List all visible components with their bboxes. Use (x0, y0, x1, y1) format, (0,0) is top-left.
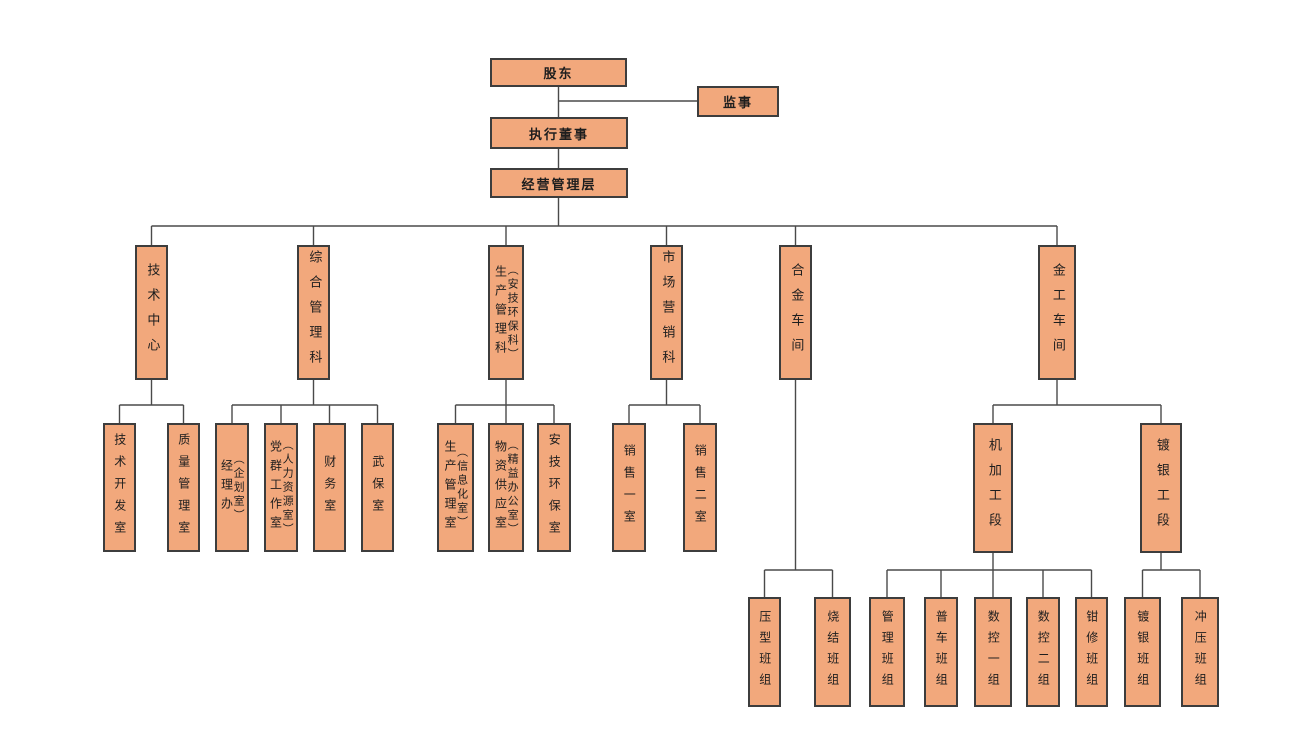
node-finance-label: 财务室 (322, 454, 337, 521)
node-safety-env: 安技环保室 (537, 423, 571, 552)
node-machining-section-label: 机加工段 (985, 438, 1001, 538)
node-mgmt-team-label: 管理班组 (880, 610, 895, 694)
node-pressing-team: 压型班组 (748, 597, 781, 707)
node-production-mgmt-sublabel: （安技环保科） (506, 263, 520, 362)
node-shareholders: 股东 (490, 58, 627, 87)
node-stamping-team-label: 冲压班组 (1193, 610, 1208, 694)
node-marketing: 市场营销科 (650, 245, 683, 380)
node-metal-workshop: 金工车间 (1038, 245, 1076, 380)
node-sales-office-1-label: 销售一室 (622, 443, 637, 532)
node-quality-mgmt-label: 质量管理室 (176, 432, 191, 543)
node-tech-center-label: 技术中心 (144, 262, 160, 363)
node-party-mass-office-label: 党群工作室 (268, 440, 283, 535)
node-shareholders-label: 股东 (543, 67, 574, 82)
node-sales-office-1: 销售一室 (612, 423, 646, 552)
node-party-mass-office: 党群工作室 （人力资源室） (264, 423, 298, 552)
node-prod-mgmt-office: 生产管理室 （信息化室） (437, 423, 474, 552)
node-prod-mgmt-office-label: 生产管理室 (443, 440, 458, 535)
node-manager-office-sublabel: （企划室） (232, 452, 246, 523)
node-supervisor: 监事 (697, 86, 779, 117)
node-supervisor-label: 监事 (722, 96, 753, 111)
node-tech-dev: 技术开发室 (103, 423, 136, 552)
node-material-supply-label: 物资供应室 (493, 440, 508, 535)
node-manager-office-label: 经理办 (219, 459, 234, 516)
node-marketing-label: 市场营销科 (659, 250, 675, 375)
node-material-supply: 物资供应室 （精益办公室） (488, 423, 524, 552)
node-material-supply-sublabel: （精益办公室） (506, 438, 520, 537)
node-sintering-team-label: 烧结班组 (825, 610, 840, 694)
node-tech-dev-label: 技术开发室 (112, 432, 127, 543)
node-security: 武保室 (361, 423, 394, 552)
node-party-mass-office-sublabel: （人力资源室） (281, 438, 295, 537)
node-pressing-team-label: 压型班组 (757, 610, 772, 694)
node-silver-plating-section: 镀银工段 (1140, 423, 1182, 553)
node-lathe-team-label: 普车班组 (934, 610, 949, 694)
node-sales-office-2-label: 销售二室 (693, 443, 708, 532)
node-finance: 财务室 (313, 423, 346, 552)
node-stamping-team: 冲压班组 (1181, 597, 1219, 707)
node-safety-env-label: 安技环保室 (547, 432, 562, 543)
node-silver-plating-team: 镀银班组 (1124, 597, 1161, 707)
node-security-label: 武保室 (370, 454, 385, 521)
node-alloy-workshop-label: 合金车间 (788, 262, 804, 363)
node-executive-director: 执行董事 (490, 117, 628, 149)
node-cnc-team-2-label: 数控二组 (1036, 610, 1051, 694)
node-fitter-team: 钳修班组 (1075, 597, 1108, 707)
node-general-mgmt: 综合管理科 (297, 245, 330, 380)
node-alloy-workshop: 合金车间 (779, 245, 812, 380)
node-general-mgmt-label: 综合管理科 (306, 250, 322, 375)
node-sales-office-2: 销售二室 (683, 423, 717, 552)
node-prod-mgmt-office-sublabel: （信息化室） (455, 445, 469, 530)
node-cnc-team-1: 数控一组 (974, 597, 1012, 707)
node-sintering-team: 烧结班组 (814, 597, 851, 707)
node-fitter-team-label: 钳修班组 (1084, 610, 1099, 694)
node-silver-plating-team-label: 镀银班组 (1135, 610, 1150, 694)
node-production-mgmt-label: 生产管理科 (493, 265, 508, 360)
node-silver-plating-section-label: 镀银工段 (1153, 438, 1169, 538)
node-lathe-team: 普车班组 (924, 597, 958, 707)
node-executive-director-label: 执行董事 (528, 127, 589, 143)
node-machining-section: 机加工段 (973, 423, 1013, 553)
node-tech-center: 技术中心 (135, 245, 168, 380)
node-cnc-team-1-label: 数控一组 (986, 610, 1001, 694)
node-cnc-team-2: 数控二组 (1026, 597, 1060, 707)
node-metal-workshop-label: 金工车间 (1049, 262, 1065, 363)
node-mgmt-team: 管理班组 (869, 597, 905, 707)
node-quality-mgmt: 质量管理室 (167, 423, 200, 552)
node-management-layer-label: 经营管理层 (521, 177, 597, 193)
node-production-mgmt: 生产管理科 （安技环保科） (488, 245, 524, 380)
node-manager-office: 经理办 （企划室） (215, 423, 249, 552)
node-management-layer: 经营管理层 (490, 168, 628, 198)
